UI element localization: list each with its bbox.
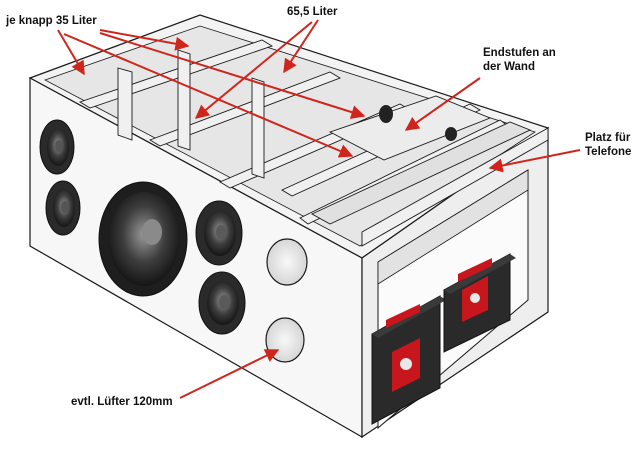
fan-hole-lower bbox=[265, 317, 305, 363]
phone-tray bbox=[311, 121, 532, 225]
battery-back bbox=[443, 253, 516, 353]
arrow-large-1 bbox=[283, 19, 319, 74]
label-chambers-small: je knapp 35 Liter bbox=[6, 15, 97, 27]
label-phones: Platz für Telefone bbox=[585, 131, 631, 159]
arrow-phones bbox=[488, 149, 581, 173]
label-phones-line2: Telefone bbox=[585, 146, 632, 158]
arrow-amps bbox=[404, 77, 481, 131]
speaker-small-bottom-left bbox=[45, 180, 81, 236]
speaker-mid-lower bbox=[198, 271, 246, 335]
arrow-large-2 bbox=[194, 21, 313, 119]
annotation-arrows bbox=[57, 19, 581, 399]
inner-drivers bbox=[379, 105, 457, 141]
interior-walls bbox=[78, 39, 549, 247]
battery-front bbox=[371, 295, 446, 425]
label-chamber-large: 65,5 Liter bbox=[287, 6, 338, 18]
speaker-mid-upper bbox=[195, 200, 243, 266]
label-amps-line2: der Wand bbox=[483, 61, 535, 73]
arrow-small-1 bbox=[57, 29, 85, 76]
arrow-small-2 bbox=[99, 29, 190, 51]
label-fans: evtl. Lüfter 120mm bbox=[71, 396, 173, 408]
label-amps-line1: Endstufen an bbox=[483, 47, 556, 59]
fan-hole-upper bbox=[266, 238, 308, 286]
arrow-fans bbox=[179, 349, 280, 399]
arrow-small-3 bbox=[63, 33, 354, 158]
subwoofer bbox=[98, 181, 188, 297]
arrow-small-4 bbox=[99, 32, 366, 119]
label-phones-line1: Platz für bbox=[585, 132, 631, 144]
front-speakers bbox=[39, 119, 308, 363]
batteries bbox=[371, 253, 516, 425]
label-amps: Endstufen an der Wand bbox=[483, 46, 556, 74]
side-shelf bbox=[377, 169, 529, 285]
speaker-small-top-left bbox=[39, 119, 75, 175]
